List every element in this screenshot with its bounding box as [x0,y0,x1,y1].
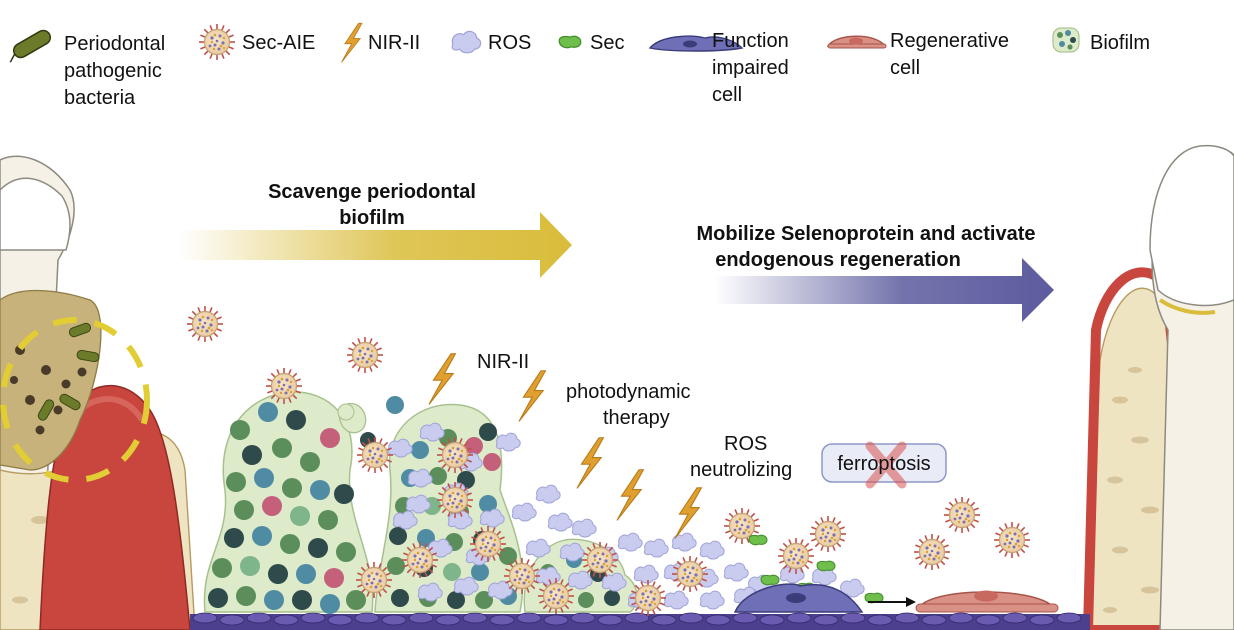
ros-icon [451,30,482,54]
transition-arrow [868,597,916,607]
regenerative-cell [915,590,1059,613]
blocked-x-icon [865,441,907,489]
sec-icon [558,35,582,49]
legend-impaired-line2: impaired [712,57,789,79]
nir-annotation: NIR-II [477,351,529,373]
legend: Periodontal pathogenic bacteria Sec-AIE … [9,22,1150,109]
legend-bacteria-line1: Periodontal [64,33,165,55]
sec-aie-icon [198,23,236,61]
legend-impaired-line3: cell [712,84,742,106]
pdt-annotation-line1: photodynamic [566,381,691,403]
mobilize-label-line1: Mobilize Selenoprotein and activate [697,223,1036,245]
pdt-annotation-line2: therapy [603,407,670,429]
legend-regen-line2: cell [890,57,920,79]
legend-ros: ROS [488,32,531,54]
healthy-tooth [1149,144,1234,630]
ferroptosis-box: ferroptosis [821,441,947,489]
lightning-icon [341,22,363,63]
ros-annotation-line2: neutrolizing [690,459,792,481]
legend-bacteria-line3: bacteria [64,87,136,109]
legend-regen-line1: Regenerative [890,30,1009,52]
epithelium-base [190,612,1090,630]
legend-biofilm: Biofilm [1090,32,1150,54]
scavenge-label-line1: Scavenge periodontal [268,181,476,203]
ferroptosis-label: ferroptosis [837,453,930,475]
impaired-cell-icon [648,35,744,52]
legend-sec-aie: Sec-AIE [242,32,315,54]
legend-sec: Sec [590,32,624,54]
ros-annotation-line1: ROS [724,433,767,455]
legend-impaired-line1: Function [712,30,789,52]
legend-nir: NIR-II [368,32,420,54]
scavenge-arrow [178,212,572,278]
impaired-cell [733,583,864,613]
bacteria-icon [9,29,52,63]
lesion-outline [0,317,150,483]
mobilize-label-line2: endogenous regeneration [715,249,961,271]
scavenge-label-line2: biofilm [339,207,405,229]
legend-bacteria-line2: pathogenic [64,60,162,82]
regenerative-cell-icon [826,35,887,49]
mobilize-arrow [715,258,1054,322]
biofilm-cluster-left [203,391,374,614]
biofilm-icon [1052,27,1080,53]
